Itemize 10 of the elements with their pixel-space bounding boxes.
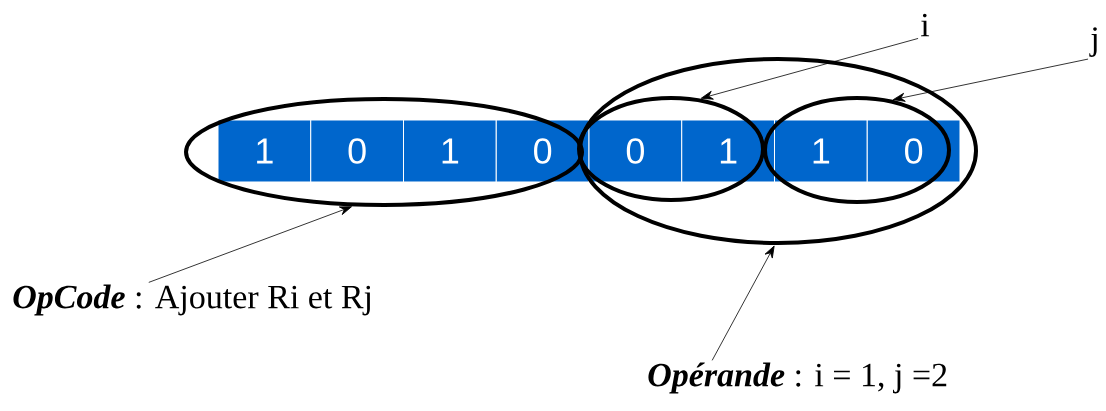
- label-text: j: [1089, 27, 1097, 57]
- ellipse: [184, 97, 584, 207]
- leader-arrow: [148, 206, 352, 283]
- leader-arrow: [711, 245, 775, 361]
- leader-arrow: [700, 38, 919, 100]
- annotation-text: OpCode : Ajouter Ri et Rj: [13, 284, 371, 316]
- leader-arrow: [892, 58, 1089, 102]
- annotation-text: Opérande : i = 1, j =2: [648, 362, 947, 394]
- ellipse: [578, 57, 978, 245]
- label-text: i: [921, 13, 930, 37]
